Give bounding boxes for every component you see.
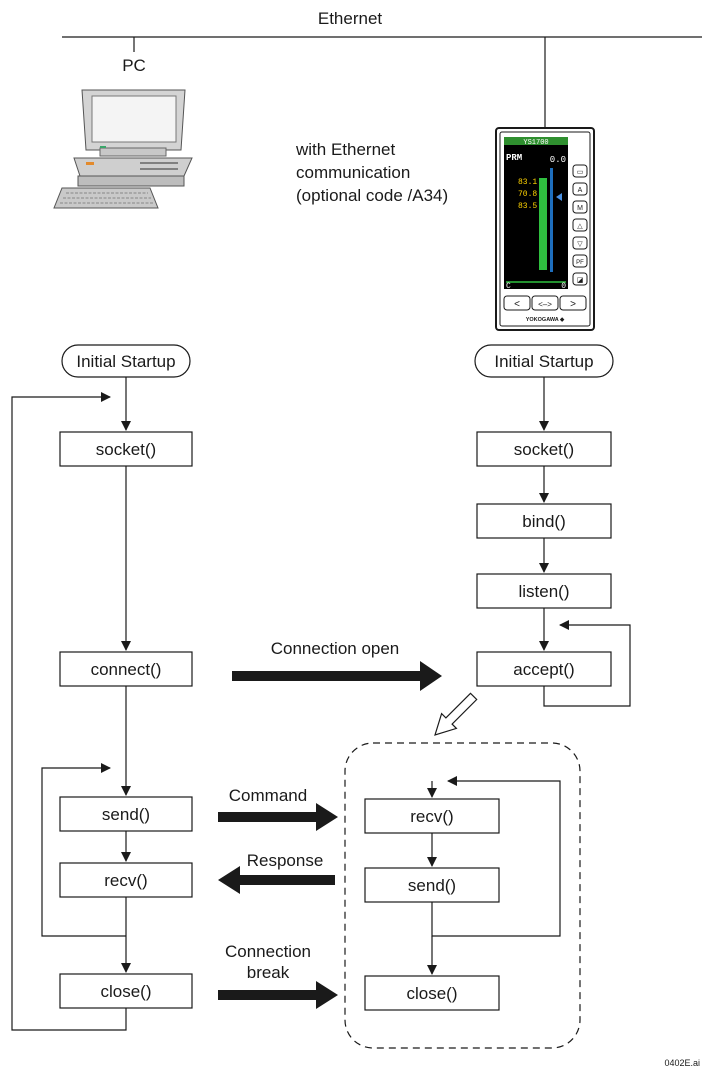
screen-value-1: 83.1 bbox=[518, 178, 537, 187]
svg-text:>: > bbox=[570, 299, 576, 310]
server-bind-label: bind() bbox=[522, 512, 565, 531]
client-send-box bbox=[59, 796, 193, 832]
screen-value-3: 83.5 bbox=[518, 202, 537, 211]
server-session-container bbox=[344, 742, 581, 1049]
controller-nav-swap-key[interactable] bbox=[531, 295, 559, 311]
controller-key[interactable] bbox=[572, 272, 588, 286]
controller-brand: YOKOGAWA ◆ bbox=[526, 316, 565, 323]
screen-bottom-right: 0 bbox=[561, 282, 566, 291]
controller-screen bbox=[504, 137, 568, 289]
server-listen-label: listen() bbox=[518, 582, 569, 601]
controller-nav-right-key[interactable] bbox=[559, 295, 587, 311]
figure-code: 0402E.ai bbox=[664, 1058, 700, 1068]
client-send-recv-loop-line bbox=[41, 763, 126, 937]
client-send-label: send() bbox=[102, 805, 150, 824]
response-label: Response bbox=[247, 851, 324, 870]
server-accept-loop-line bbox=[543, 620, 631, 707]
server-accept-label: accept() bbox=[513, 660, 574, 679]
server-close-box bbox=[364, 975, 500, 1011]
ethernet-label: Ethernet bbox=[318, 9, 383, 28]
client-socket-label: socket() bbox=[96, 440, 156, 459]
controller-key[interactable] bbox=[572, 200, 588, 214]
server-recv-label: recv() bbox=[410, 807, 453, 826]
pc-computer-icon bbox=[53, 89, 193, 209]
controller-key[interactable] bbox=[572, 254, 588, 268]
controller-caption-line-2: communication bbox=[296, 163, 410, 182]
controller-key[interactable] bbox=[572, 218, 588, 232]
ys1700-controller: YS1700 PRM 0.0 83.1 70.8 83.5 C 0 ▭ A M … bbox=[495, 127, 595, 331]
controller-caption-line-3: (optional code /A34) bbox=[296, 186, 448, 205]
svg-text:M: M bbox=[577, 205, 583, 212]
screen-bottom-left: C bbox=[506, 282, 511, 291]
svg-text:PF: PF bbox=[576, 260, 584, 266]
server-close-label: close() bbox=[406, 984, 457, 1003]
screen-bar-graph bbox=[539, 178, 547, 270]
command-arrow bbox=[218, 803, 338, 831]
server-accept-box bbox=[476, 651, 612, 687]
client-close-label: close() bbox=[100, 982, 151, 1001]
server-socket-box bbox=[476, 431, 612, 467]
svg-text:◪: ◪ bbox=[577, 277, 584, 284]
client-recv-label: recv() bbox=[104, 871, 147, 890]
controller-key[interactable] bbox=[572, 182, 588, 196]
connection-break-arrow bbox=[218, 981, 338, 1009]
controller-side-keys: ▭ A M △ ▽ PF ◪ bbox=[572, 164, 588, 286]
screen-value-2: 70.8 bbox=[518, 190, 537, 199]
server-listen-box bbox=[476, 573, 612, 609]
screen-header: YS1700 bbox=[523, 139, 548, 147]
client-retry-loop-line bbox=[11, 392, 127, 1031]
controller-caption-line-1: with Ethernet bbox=[295, 140, 395, 159]
client-connect-label: connect() bbox=[91, 660, 162, 679]
svg-text:▭: ▭ bbox=[577, 169, 584, 176]
svg-text:<: < bbox=[514, 299, 520, 310]
connection-break-label-line-1: Connection bbox=[225, 942, 311, 961]
connection-break-label-line-2: break bbox=[247, 963, 290, 982]
connection-open-label: Connection open bbox=[271, 639, 400, 658]
server-socket-label: socket() bbox=[514, 440, 574, 459]
pc-label: PC bbox=[122, 56, 146, 75]
client-connect-box bbox=[59, 651, 193, 687]
response-arrow bbox=[218, 866, 335, 894]
ethernet-bus bbox=[62, 36, 702, 128]
svg-text:▽: ▽ bbox=[577, 241, 583, 248]
hollow-arrow bbox=[434, 692, 478, 736]
controller-nav-left-key[interactable] bbox=[503, 295, 531, 311]
svg-text:△: △ bbox=[577, 223, 583, 230]
svg-text:A: A bbox=[578, 187, 583, 194]
server-bind-box bbox=[476, 503, 612, 539]
server-send-label: send() bbox=[408, 876, 456, 895]
controller-key[interactable] bbox=[572, 164, 588, 178]
command-label: Command bbox=[229, 786, 307, 805]
client-close-box bbox=[59, 973, 193, 1009]
server-session-loop-line bbox=[431, 776, 561, 937]
server-recv-box bbox=[364, 798, 500, 834]
connection-open-arrow bbox=[232, 661, 442, 691]
controller-key[interactable] bbox=[572, 236, 588, 250]
server-send-box bbox=[364, 867, 500, 903]
server-initial-startup-label: Initial Startup bbox=[494, 352, 593, 371]
svg-text:<–>: <–> bbox=[538, 300, 552, 309]
screen-mode: PRM bbox=[506, 153, 522, 163]
client-initial-startup-label: Initial Startup bbox=[76, 352, 175, 371]
screen-pv-top: 0.0 bbox=[550, 155, 566, 165]
controller-nav-keys: < <–> > bbox=[503, 295, 587, 311]
client-socket-box bbox=[59, 431, 193, 467]
